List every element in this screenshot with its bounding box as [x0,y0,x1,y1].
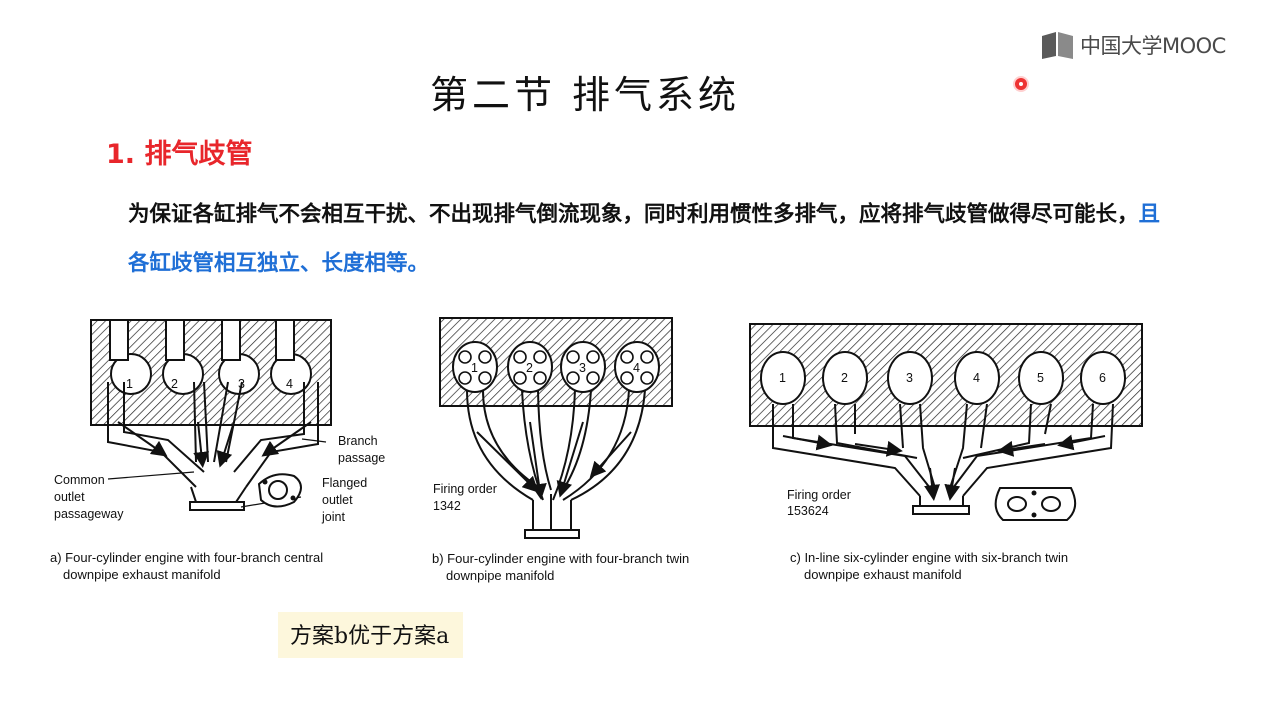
firing-label-c: Firing order [787,488,851,502]
cyl-b-1: 1 [471,361,478,375]
label-flanged-3: joint [321,510,345,524]
conclusion-note: 方案b优于方案a [278,612,464,658]
firing-value-c: 153624 [787,504,829,518]
figure-b-caption-line1: b) Four-cylinder engine with four-branch… [432,551,690,566]
cyl-c-1: 1 [779,371,786,385]
cyl-b-2: 2 [526,361,533,375]
figure-c-caption-line2: downpipe exhaust manifold [804,567,962,582]
label-common-3: passageway [54,507,124,521]
body-paragraph: 为保证各缸排气不会相互干扰、不出现排气倒流现象，同时利用惯性多排气，应将排气歧管… [128,190,1168,288]
label-common-2: outlet [54,490,85,504]
cyl-c-6: 6 [1099,371,1106,385]
cyl-c-5: 5 [1037,371,1044,385]
cyl-a-4: 4 [286,377,293,391]
firing-label-b: Firing order [433,482,497,496]
cyl-c-4: 4 [973,371,980,385]
mooc-logo[interactable]: 中国大学MOOC [1040,28,1226,62]
figure-a-diagram: 1 2 3 4 Branch passage Common outlet pas… [54,319,385,524]
slide-title: 第二节 排气系统 [429,73,741,117]
label-common-1: Common [54,473,105,487]
figure-b-caption: b) Four-cylinder engine with four-branch… [432,550,742,584]
figure-a-caption-line1: a) Four-cylinder engine with four-branch… [50,550,324,565]
mooc-book-icon [1042,32,1073,59]
label-flanged-2: outlet [322,493,353,507]
section-heading: 1. 排气歧管 [106,139,253,170]
figure-c-caption-line1: c) In-line six-cylinder engine with six-… [790,550,1069,565]
mooc-logo-text: 中国大学MOOC [1080,34,1226,58]
paragraph-highlight: 且各缸歧管相互独立、长度相等。 [128,202,1161,276]
figure-c-diagram: 1 2 3 4 5 6 Firing order 153624 [749,323,1143,521]
paragraph-text: 为保证各缸排气不会相互干扰、不出现排气倒流现象，同时利用惯性多排气，应将排气歧管… [128,202,1139,227]
figure-a-caption: a) Four-cylinder engine with four-branch… [50,549,370,583]
cyl-a-1: 1 [126,377,133,391]
figure-c-caption: c) In-line six-cylinder engine with six-… [790,549,1150,583]
label-branch-2: passage [338,451,385,465]
cyl-b-4: 4 [633,361,640,375]
laser-pointer-dot [1015,78,1027,90]
cyl-c-3: 3 [906,371,913,385]
figure-b-cylinder-numbers: 1 2 3 4 [471,361,640,375]
cyl-a-2: 2 [171,377,178,391]
figure-a-caption-line2: downpipe exhaust manifold [63,567,221,582]
firing-value-b: 1342 [433,499,461,513]
label-flanged-1: Flanged [322,476,367,490]
label-branch-1: Branch [338,434,378,448]
figure-c-cylinder-numbers: 1 2 3 4 5 6 [779,371,1106,385]
figure-b-caption-line2: downpipe manifold [446,568,555,583]
figure-b-diagram: 1 2 3 4 Firing order 1342 [433,317,673,539]
cyl-b-3: 3 [579,361,586,375]
cyl-c-2: 2 [841,371,848,385]
